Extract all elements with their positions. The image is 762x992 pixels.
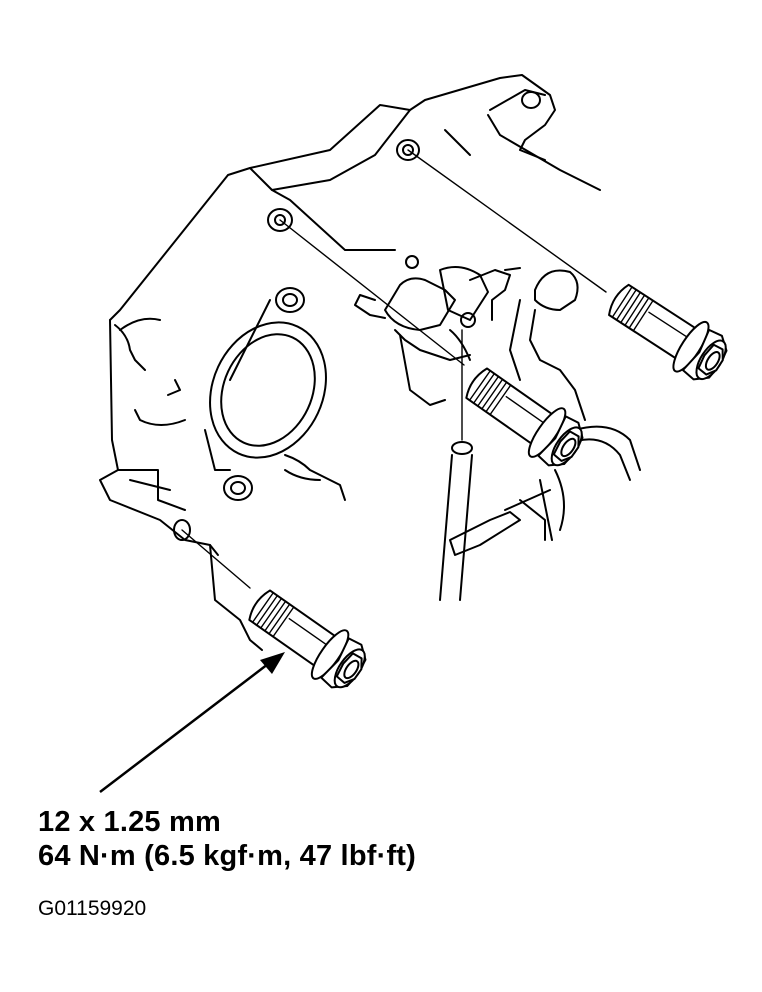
transmission-housing <box>99 74 601 651</box>
mounting-seal <box>204 287 346 501</box>
bolt-upper-right <box>598 272 737 391</box>
torque-spec-label: 64 N·m (6.5 kgf·m, 47 lbf·ft) <box>38 840 417 872</box>
callout-arrow <box>99 652 285 793</box>
figure-code: G01159920 <box>38 897 147 920</box>
bolt-guide-lines <box>181 149 607 589</box>
bolt-size-label: 12 x 1.25 mm <box>38 806 221 838</box>
bolt-lower-left <box>238 578 376 699</box>
bolt-middle <box>455 356 593 477</box>
hose <box>439 329 551 601</box>
bolt-holes <box>173 139 420 541</box>
